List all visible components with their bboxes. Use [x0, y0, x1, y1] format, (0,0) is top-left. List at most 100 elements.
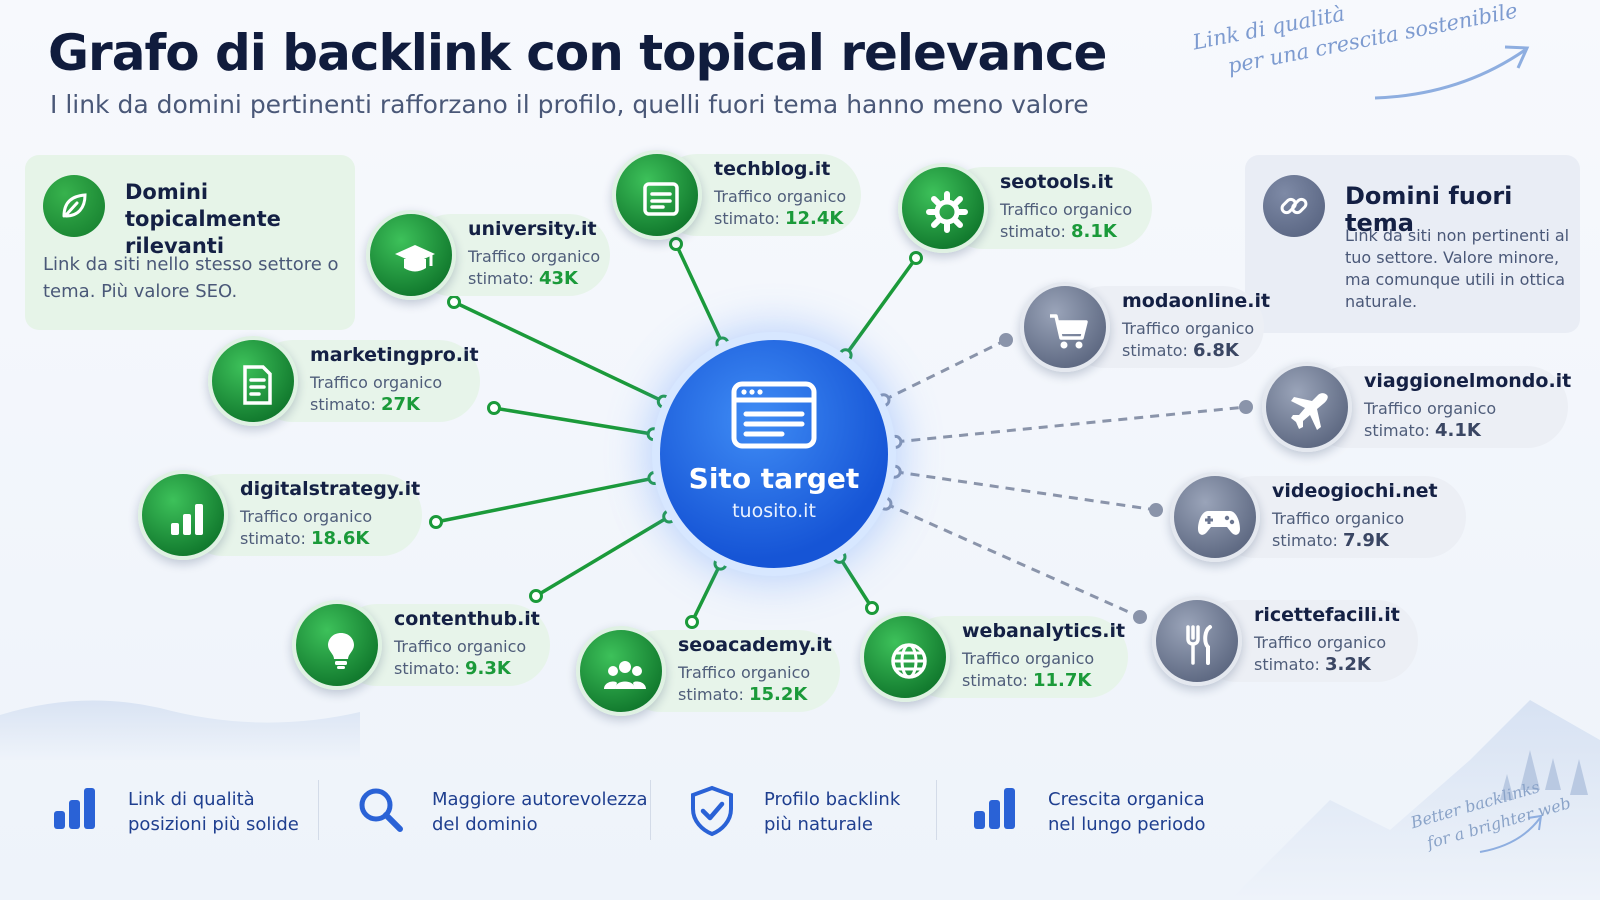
browser-window-icon	[731, 381, 817, 449]
traffic-value: 15.2K	[749, 684, 808, 705]
traffic-label: Traffico organico	[1122, 319, 1255, 338]
edge-endpoint-start	[647, 471, 662, 486]
edge-endpoint-start	[713, 556, 728, 571]
traffic-value: 7.9K	[1343, 530, 1389, 551]
benefit-line: del dominio	[432, 814, 538, 835]
traffic-label: Traffico organico	[1272, 509, 1405, 528]
gear-icon	[898, 163, 988, 253]
divider	[318, 780, 319, 840]
benefit-line: Maggiore autorevolezza	[432, 789, 648, 810]
traffic-value: 6.8K	[1193, 340, 1239, 361]
bar-chart-icon	[138, 470, 228, 560]
edge-endpoint-end	[909, 251, 923, 265]
trees-right	[1500, 750, 1588, 800]
traffic-label-2: stimato:	[1272, 531, 1338, 550]
node-domain: seotools.it	[1000, 171, 1114, 193]
edge-endpoint-start	[876, 393, 891, 408]
node-domain: modaonline.it	[1122, 290, 1271, 312]
traffic-label: Traffico organico	[1000, 200, 1133, 219]
benefit-line: Link di qualità	[128, 789, 255, 810]
benefit-text: Maggiore autorevolezza del dominio	[432, 787, 647, 837]
benefit-line: Crescita organica	[1048, 789, 1205, 810]
edge-endpoint-start	[646, 427, 661, 442]
benefit-line: nel lungo periodo	[1048, 814, 1206, 835]
edge-endpoint-start	[878, 496, 893, 511]
edge-group	[429, 237, 1253, 629]
legend-offtopic: Domini fuori tema Link da siti non perti…	[1245, 155, 1580, 333]
traffic-label: Traffico organico	[1364, 399, 1497, 418]
shield-check-icon	[691, 785, 733, 837]
node-domain: marketingpro.it	[310, 344, 479, 366]
node-traffic: Traffico organico stimato: 7.9K	[1272, 508, 1404, 552]
mountains-right	[1230, 700, 1600, 900]
divider	[650, 780, 651, 840]
traffic-label-2: stimato:	[1122, 341, 1188, 360]
people-icon	[576, 626, 666, 716]
traffic-label: Traffico organico	[962, 649, 1095, 668]
traffic-value: 43K	[539, 268, 578, 289]
node-traffic: Traffico organico stimato: 15.2K	[678, 662, 810, 706]
edge-endpoint-start	[832, 549, 847, 564]
legend-relevant-description: Link da siti nello stesso settore o tema…	[43, 254, 339, 302]
traffic-label-2: stimato:	[1254, 655, 1320, 674]
traffic-label-2: stimato:	[962, 671, 1028, 690]
edge-r3	[493, 406, 654, 436]
traffic-value: 11.7K	[1033, 670, 1092, 691]
divider	[936, 780, 937, 840]
edge-endpoint-end	[685, 615, 699, 629]
edge-endpoint-start	[888, 434, 903, 449]
benefit-text: Crescita organica nel lungo periodo	[1048, 787, 1206, 837]
edge-endpoint-end	[447, 295, 461, 309]
node-domain: university.it	[468, 218, 597, 240]
fork-knife-icon	[1152, 596, 1242, 686]
node-domain: techblog.it	[714, 158, 831, 180]
page-subtitle: I link da domini pertinenti rafforzano i…	[50, 90, 1089, 119]
edge-o3	[884, 502, 1141, 619]
node-domain: ricettefacili.it	[1254, 604, 1400, 626]
traffic-label-2: stimato:	[394, 659, 460, 678]
edge-o0	[882, 338, 1007, 402]
traffic-label: Traffico organico	[310, 373, 443, 392]
edge-endpoint-end	[1239, 400, 1253, 414]
page-title: Grafo di backlink con topical relevance	[48, 24, 1107, 82]
traffic-label-2: stimato:	[678, 685, 744, 704]
edge-endpoint-end	[999, 333, 1013, 347]
graduation-cap-icon	[366, 210, 456, 300]
legend-relevant: Domini topicalmente rilevanti Link da si…	[25, 155, 355, 330]
traffic-label: Traffico organico	[468, 247, 601, 266]
mountains-left	[0, 700, 360, 760]
arrow-top-right	[1374, 48, 1526, 100]
target-site-title: Sito target	[688, 462, 860, 495]
legend-relevant-title: Domini topicalmente rilevanti	[125, 180, 281, 258]
node-domain: viaggionelmondo.it	[1364, 370, 1572, 392]
edge-r1	[844, 256, 918, 357]
edge-r5	[535, 515, 671, 598]
traffic-value: 18.6K	[311, 528, 370, 549]
traffic-label-2: stimato:	[1364, 421, 1430, 440]
leaf-icon	[43, 175, 105, 237]
gamepad-icon	[1170, 472, 1260, 562]
traffic-label: Traffico organico	[678, 663, 811, 682]
bar-chart-icon	[54, 788, 95, 829]
edge-r2	[453, 300, 665, 404]
traffic-label: Traffico organico	[1254, 633, 1387, 652]
edge-endpoint-end	[865, 601, 879, 615]
traffic-label-2: stimato:	[1000, 222, 1066, 241]
target-site-node[interactable]: Sito target tuosito.it	[660, 340, 888, 568]
bar-chart-icon	[974, 788, 1015, 829]
edge-r6	[690, 562, 723, 623]
edge-endpoint-end	[1133, 610, 1147, 624]
airplane-icon	[1262, 362, 1352, 452]
document-icon	[208, 336, 298, 426]
globe-icon	[860, 612, 950, 702]
edge-endpoint-end	[429, 515, 443, 529]
edge-endpoint-end	[669, 237, 683, 251]
